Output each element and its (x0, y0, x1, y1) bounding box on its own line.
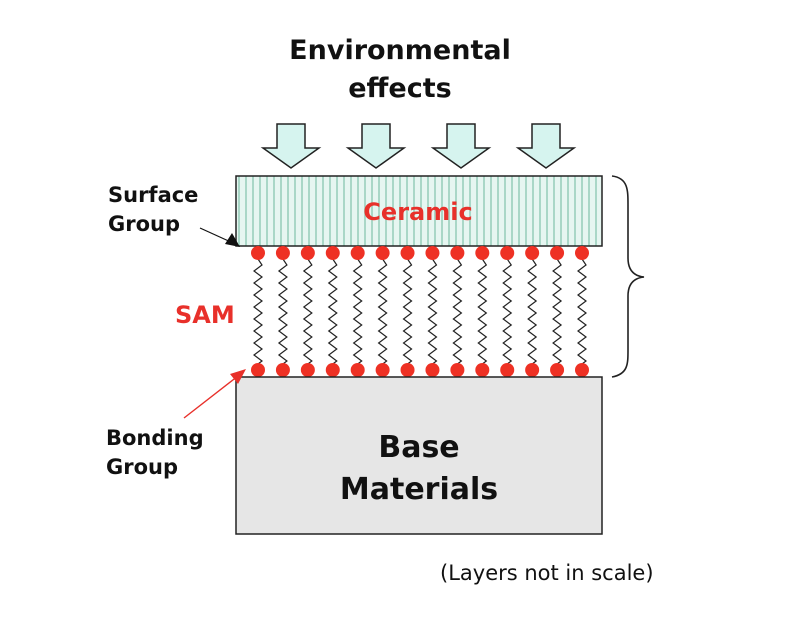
surface-head-6 (375, 246, 390, 260)
surface-head-13 (550, 246, 565, 260)
environment-arrow-3 (430, 123, 492, 169)
surface-head-10 (475, 246, 490, 260)
base-materials-line-1: Base (378, 430, 460, 465)
bonding-head-6 (375, 363, 390, 377)
bonding-head-2 (275, 363, 290, 377)
bonding-head-5 (350, 363, 365, 377)
bonding-head-7 (400, 363, 415, 377)
sam-chain-14 (577, 258, 587, 368)
environment-arrow-2 (345, 123, 407, 169)
title-line-2: effects (348, 73, 452, 104)
bonding-head-8 (425, 363, 440, 377)
surface-head-1 (251, 246, 265, 260)
environmental-effects-title: Environmental effects (250, 32, 550, 108)
bonding-group-pointer (183, 375, 239, 419)
surface-group-line-1: Surface (108, 183, 199, 207)
environmental-arrows (260, 123, 577, 169)
sam-chain-12 (527, 258, 538, 368)
base-materials-line-2: Materials (339, 472, 499, 507)
surface-group-label: Surface Group (108, 181, 198, 239)
sam-chain-4 (327, 258, 338, 368)
sam-chain-10 (477, 258, 488, 368)
surface-group-arrowhead (225, 233, 240, 247)
environment-arrow-1 (260, 123, 322, 169)
bonding-group-label: Bonding Group (106, 424, 204, 482)
sam-chain-2 (277, 258, 288, 368)
sam-chain-1 (253, 258, 263, 368)
ceramic-label: Ceramic (363, 198, 473, 226)
sam-chain-3 (302, 258, 313, 368)
layer-brace (611, 175, 645, 378)
bonding-head-12 (525, 363, 540, 377)
bonding-head-9 (450, 363, 465, 377)
bonding-head-10 (475, 363, 490, 377)
surface-head-4 (325, 246, 340, 260)
bonding-head-1 (251, 363, 265, 377)
title-line-1: Environmental (289, 35, 511, 66)
bonding-group-line-1: Bonding (106, 426, 204, 450)
surface-head-11 (500, 246, 515, 260)
base-materials-block (235, 376, 603, 535)
bonding-group-line-2: Group (106, 455, 179, 479)
surface-head-5 (350, 246, 365, 260)
surface-head-2 (275, 246, 290, 260)
bonding-head-11 (500, 363, 515, 377)
surface-head-9 (450, 246, 465, 260)
surface-head-14 (575, 246, 589, 260)
scale-note: (Layers not in scale) (440, 561, 654, 585)
sam-molecules (251, 246, 589, 377)
bonding-group-arrowhead (230, 369, 246, 384)
sam-chain-5 (352, 258, 363, 368)
bonding-head-4 (325, 363, 340, 377)
sam-chain-13 (552, 258, 563, 368)
sam-chain-11 (502, 258, 513, 368)
surface-head-8 (425, 246, 440, 260)
bonding-head-14 (575, 363, 589, 377)
environment-arrow-4 (515, 123, 577, 169)
ceramic-layer (235, 175, 603, 247)
sam-chain-6 (377, 258, 388, 368)
surface-head-3 (300, 246, 315, 260)
sam-chain-9 (452, 258, 463, 368)
base-materials-label: Base Materials (236, 427, 602, 511)
bonding-head-13 (550, 363, 565, 377)
surface-head-12 (525, 246, 540, 260)
sam-chain-7 (402, 258, 413, 368)
surface-head-7 (400, 246, 415, 260)
bonding-head-3 (300, 363, 315, 377)
sam-label: SAM (175, 301, 235, 329)
surface-group-line-2: Group (108, 212, 181, 236)
sam-chain-8 (427, 258, 438, 368)
